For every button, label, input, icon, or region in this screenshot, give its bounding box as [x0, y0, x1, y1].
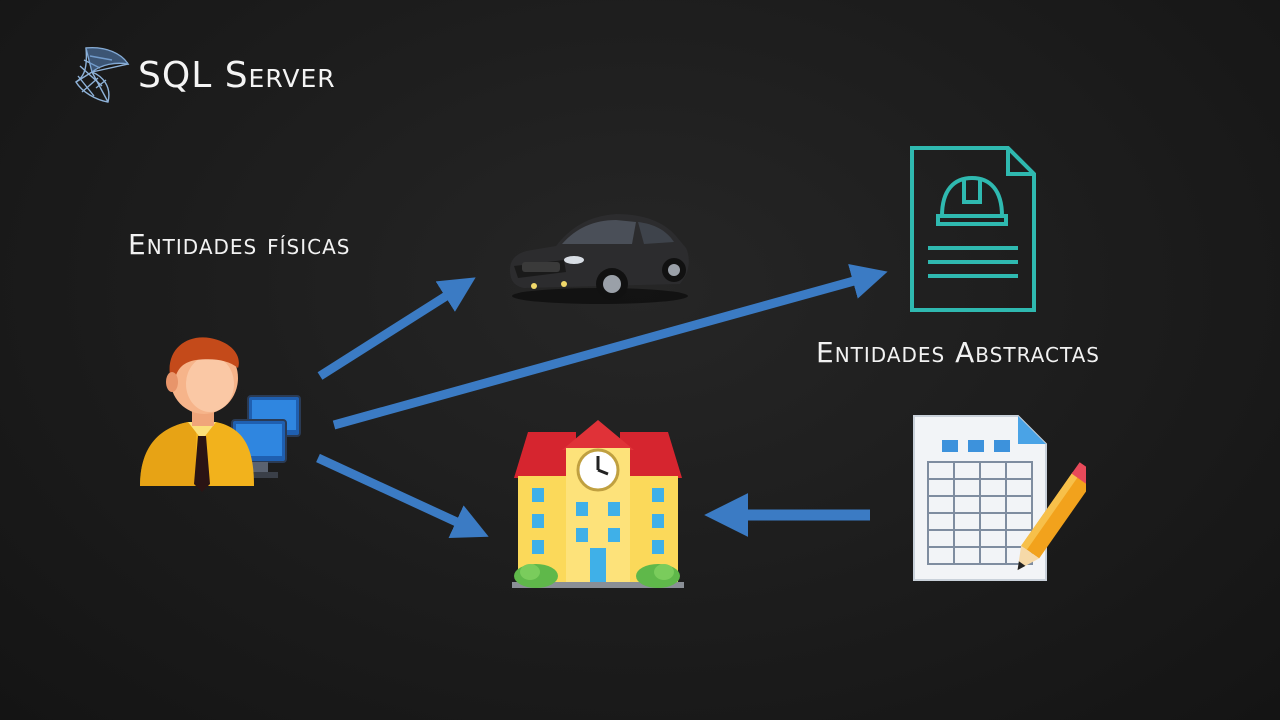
physical-entities-label: Entidades físicas	[128, 228, 351, 261]
abstract-entities-label: Entidades Abstractas	[816, 336, 1100, 369]
arrow-user-to-document	[332, 263, 888, 430]
arrow-user-to-car	[317, 277, 476, 380]
user-node	[136, 336, 306, 496]
spreadsheet-node	[910, 412, 1086, 586]
user-at-computer-icon	[140, 337, 301, 492]
brand-header: SQL Server	[72, 40, 336, 110]
document-hardhat-icon	[910, 146, 1036, 312]
page-title: SQL Server	[138, 54, 336, 96]
document-node	[906, 144, 1040, 316]
spreadsheet-edit-icon	[913, 415, 1086, 581]
car-icon	[510, 214, 689, 304]
school-node	[510, 418, 686, 590]
sql-server-logo-icon	[75, 47, 130, 103]
arrow-user-to-school	[316, 453, 489, 539]
school-building-icon	[512, 420, 684, 588]
car-node	[504, 208, 692, 306]
